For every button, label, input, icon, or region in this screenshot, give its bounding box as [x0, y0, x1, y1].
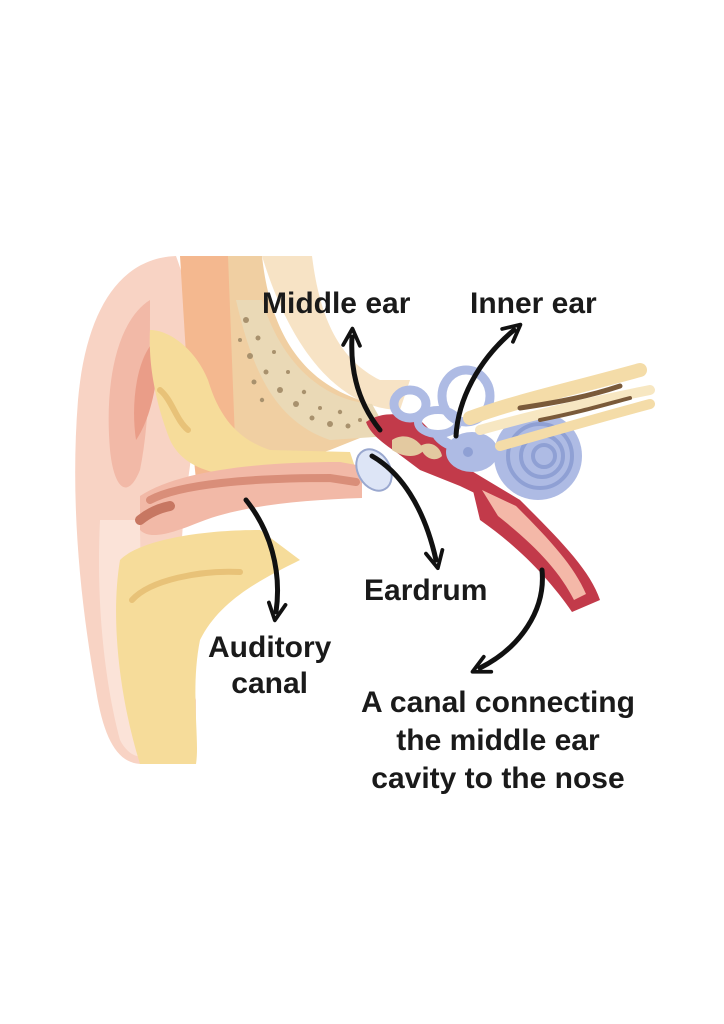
label-auditory-canal-line-1: Auditory [208, 631, 332, 664]
auditory-canal [135, 462, 362, 536]
label-auditory-canal: Auditory canal [208, 630, 331, 702]
label-middle-ear: Middle ear [262, 287, 411, 320]
label-inner-ear: Inner ear [470, 287, 597, 320]
arrows [243, 322, 545, 674]
bone-texture [238, 317, 362, 429]
arrow-eardrum [369, 453, 445, 571]
label-eustachian-line-2: the middle ear [396, 724, 600, 758]
label-auditory-canal-line-2: canal [231, 667, 309, 700]
cartilage [116, 330, 356, 764]
label-eustachian-line-1: A canal connecting [361, 686, 635, 719]
label-eardrum: Eardrum [364, 574, 488, 607]
label-eustachian-line-3: cavity to the nose [371, 762, 625, 796]
auditory-nerve [463, 363, 655, 451]
eustachian-tube [470, 478, 600, 612]
arrow-inner-ear [453, 322, 523, 439]
eardrum-shape [355, 448, 393, 492]
arrow-auditory-canal [243, 497, 288, 623]
label-eustachian-tube: A canal connecting the middle ear cavity… [361, 684, 635, 798]
arrow-eustachian [470, 567, 545, 674]
arrow-middle-ear [341, 326, 383, 433]
